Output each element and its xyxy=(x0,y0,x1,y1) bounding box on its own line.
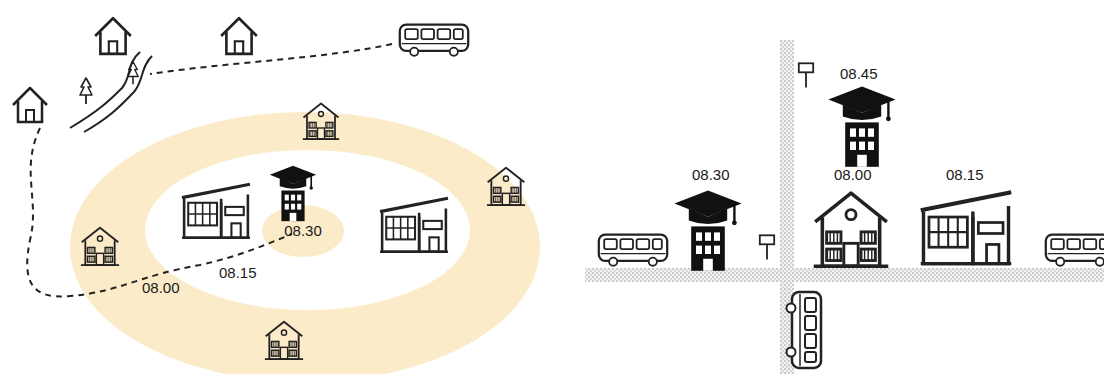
school-icon xyxy=(814,193,889,266)
university-icon xyxy=(674,190,741,270)
time-label: 08.00 xyxy=(142,280,180,297)
time-label: 08.00 xyxy=(834,167,872,184)
tree-icon xyxy=(80,78,92,104)
band-fill xyxy=(145,150,470,310)
house-icon xyxy=(221,18,257,54)
bus-stop-sign xyxy=(760,235,774,259)
center-band: 08.30 xyxy=(262,205,344,257)
bus-icon xyxy=(787,292,822,368)
bus-route xyxy=(150,44,392,74)
inner-band: 08.15 08.30 xyxy=(145,150,470,310)
university-icon xyxy=(828,86,895,166)
time-label: 08.15 xyxy=(219,265,257,282)
outer-band: 08.00 08.15 08.30 xyxy=(70,112,540,374)
bus-stop-sign xyxy=(799,63,813,87)
time-label: 08.30 xyxy=(692,167,730,184)
country-road xyxy=(84,56,152,132)
time-label: 08.30 xyxy=(284,223,322,240)
house-icon xyxy=(95,18,131,54)
band-fill xyxy=(262,205,344,257)
bus-icon xyxy=(1046,235,1104,266)
bus-icon xyxy=(599,235,667,266)
band-shape xyxy=(70,112,540,374)
time-label: 08.15 xyxy=(946,167,984,184)
bus-icon xyxy=(787,292,822,368)
modern-school-icon xyxy=(921,192,1012,263)
country-road xyxy=(70,52,140,128)
band-fill xyxy=(70,112,540,374)
house-icon xyxy=(13,88,47,122)
bus-icon xyxy=(400,25,468,56)
road xyxy=(585,268,1104,282)
time-label: 08.45 xyxy=(840,66,878,83)
